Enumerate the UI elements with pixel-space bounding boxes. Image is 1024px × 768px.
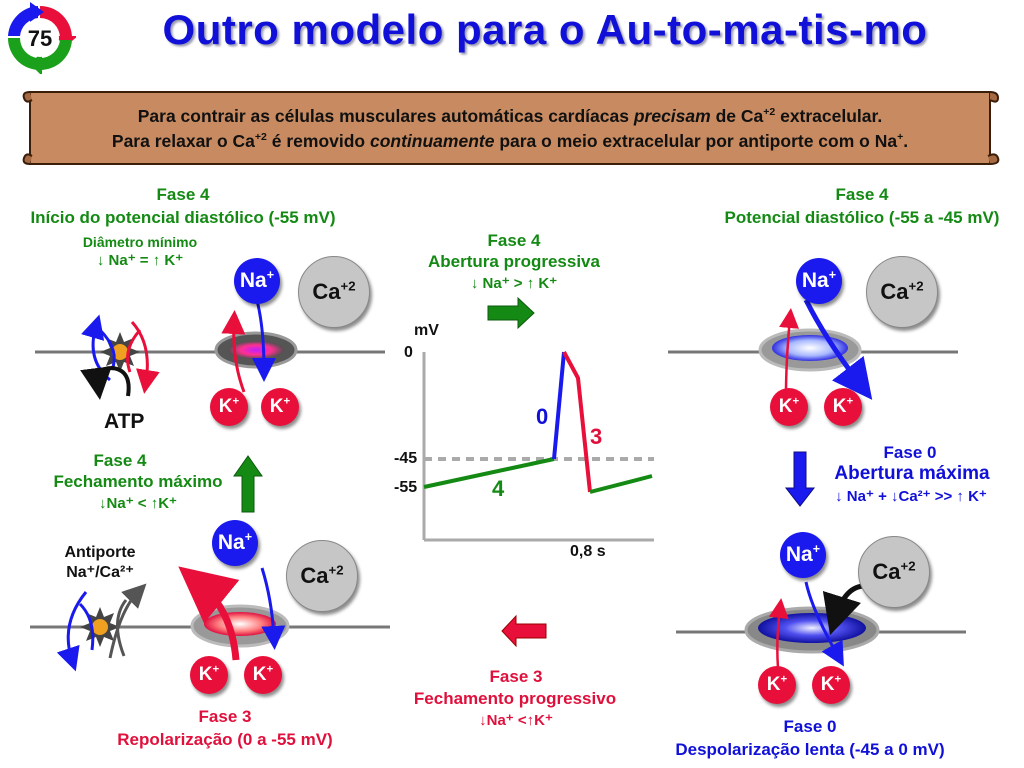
bottom-center-phase: Fase 3 [489,667,543,686]
phase-label-4: 4 [492,476,505,501]
mid-left-ratio: ↓Na⁺ < ↑K⁺ [99,495,177,512]
phase-4-segment [423,457,555,489]
top-left-ratio: ↓ Na⁺ = ↑ K⁺ [96,252,184,269]
page-title: Outro modelo para o Au-to-ma-tis-mo [162,6,928,53]
phase-0-segment [552,351,566,460]
atp-pump-icon [80,314,160,400]
sodium-ion: Na+ [234,258,280,304]
y-tick-55: -55 [394,479,418,496]
sodium-ion: Na+ [796,258,842,304]
top-center-desc: Abertura progressiva [428,252,600,271]
phase-4-segment-2 [589,474,653,494]
phase-label-0: 0 [536,404,549,429]
atp-label: ATP [104,410,145,433]
potassium-ion: K+ [244,656,282,694]
y-axis-unit: mV [414,322,439,339]
panel-bottom-right [676,581,966,669]
top-center-phase: Fase 4 [487,231,541,250]
sodium-ion: Na+ [780,532,826,578]
phase-label-3: 3 [590,424,603,449]
banner-text: Para contrair as células musculares auto… [40,104,980,154]
antiport-ions: Na⁺/Ca²⁺ [66,564,134,581]
bottom-center-desc: Fechamento progressivo [413,689,617,708]
banner-line-1: Para contrair as células musculares auto… [137,106,883,126]
calcium-ion: Ca+2 [298,256,370,328]
calcium-ion: Ca+2 [286,540,358,612]
antiport-label: Antiporte [64,544,136,561]
potassium-ion: K+ [261,388,299,426]
top-right-phase: Fase 4 [835,185,889,204]
potassium-ion: K+ [190,656,228,694]
potassium-ion: K+ [770,388,808,426]
top-left-sub: Diâmetro mínimo [82,234,198,250]
x-axis-label: 0,8 s [570,543,606,560]
bottom-left-phase: Fase 3 [198,707,252,726]
phase-3-segment [562,351,592,493]
mid-right-phase: Fase 0 [883,443,937,462]
panel-bottom-left [30,566,390,672]
panel-top-left [35,289,385,400]
sodium-ion: Na+ [212,520,258,566]
panel-top-right [668,298,958,400]
banner-line-2: Para relaxar o Ca+2 é removido continuam… [111,131,909,151]
potassium-ion: K+ [758,666,796,704]
ion-channel-light-blue [758,298,873,400]
y-tick-0: 0 [404,344,413,361]
mid-right-ratio: ↓ Na⁺ + ↓Ca²⁺ >> ↑ K⁺ [835,488,987,505]
ion-channel-blue [744,581,880,669]
slide-badge: 75 [4,2,78,76]
mid-right-desc: Abertura máxima [834,463,990,484]
top-right-desc: Potencial diastólico (-55 a -45 mV) [724,208,1000,227]
bottom-center-ratio: ↓Na⁺ <↑K⁺ [479,712,553,729]
mid-left-phase: Fase 4 [93,451,147,470]
action-potential-graph [422,351,654,542]
ion-channel-magenta [214,289,298,393]
calcium-ion: Ca+2 [858,536,930,608]
top-left-desc: Início do potencial diastólico (-55 mV) [30,208,336,227]
arrow-left-red-icon [501,614,547,648]
bottom-right-phase: Fase 0 [783,717,837,736]
top-center-ratio: ↓ Na⁺ > ↑ K⁺ [470,275,558,292]
potassium-ion: K+ [210,388,248,426]
antiport-pump-icon [56,583,147,672]
top-left-phase: Fase 4 [156,185,210,204]
arrow-up-green-icon [233,455,263,513]
ion-channel-pink [178,566,290,661]
y-tick-45: -45 [394,450,418,467]
mid-left-desc: Fechamento máximo [53,472,223,491]
arrow-right-green-icon [487,296,535,330]
slide-number: 75 [27,26,53,51]
potassium-ion: K+ [824,388,862,426]
potassium-ion: K+ [812,666,850,704]
scroll-banner [22,91,1000,165]
cycle-arrows-icon [7,2,78,76]
calcium-ion: Ca+2 [866,256,938,328]
bottom-left-desc: Repolarização (0 a -55 mV) [117,730,333,749]
bottom-right-desc: Despolarização lenta (-45 a 0 mV) [675,740,945,759]
arrow-down-blue-icon [784,451,816,507]
